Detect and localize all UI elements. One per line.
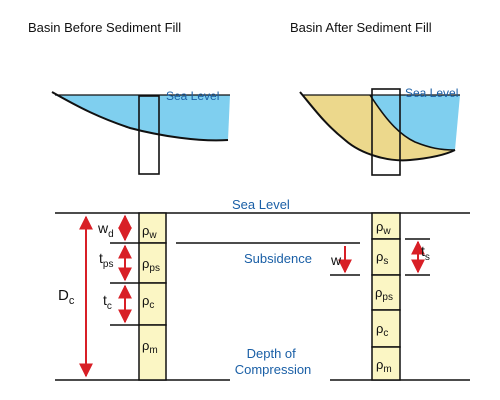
rho-ps-right: ρps	[375, 285, 393, 303]
label-wd: wd	[97, 220, 114, 240]
rho-w-right: ρw	[376, 219, 391, 237]
rho-ps-left: ρps	[142, 256, 160, 274]
depth-of-compression-label: Depth of Compression	[235, 346, 312, 377]
subsidence-label: Subsidence	[244, 251, 312, 266]
seafloor-before	[51, 91, 229, 142]
sea-level-label-after: Sea Level	[405, 86, 458, 100]
column-outline-before	[138, 95, 160, 175]
column-left-layer-m	[138, 324, 167, 381]
column-left: ρw ρps ρc ρm	[138, 212, 167, 381]
label-tc: tc	[103, 292, 112, 312]
rho-m-left: ρm	[142, 338, 158, 356]
water-before	[55, 95, 230, 141]
column-left-layer-c	[138, 282, 167, 326]
sediment-top-after	[369, 94, 456, 151]
label-w: w	[330, 252, 342, 268]
column-left-layer-w	[138, 212, 167, 244]
label-ts: ts	[421, 243, 430, 263]
isostasy-section: Sea Level Depth of Compression ρw ρps ρc…	[55, 197, 470, 381]
rho-c-right: ρc	[376, 321, 388, 339]
sea-level-label-before: Sea Level	[166, 89, 219, 103]
column-right-layer-s	[371, 238, 401, 276]
sediment-after	[303, 95, 455, 161]
label-tps: tps	[99, 250, 113, 270]
sea-level-label: Sea Level	[232, 197, 290, 212]
rho-w-left: ρw	[142, 223, 157, 241]
basin-after: Sea Level	[299, 86, 460, 176]
rho-s-right: ρs	[376, 249, 388, 267]
label-dc: Dc	[58, 287, 75, 307]
column-right: ρw ρs ρps ρc ρm	[371, 212, 401, 381]
column-outline-after	[371, 88, 401, 176]
column-right-layer-w	[371, 212, 401, 240]
basin-before: Sea Level	[51, 89, 230, 175]
column-right-layer-c	[371, 309, 401, 348]
column-right-layer-m	[371, 346, 401, 381]
water-after	[370, 95, 460, 150]
rho-c-left: ρc	[142, 293, 154, 311]
rho-m-right: ρm	[376, 357, 392, 375]
title-after: Basin After Sediment Fill	[290, 20, 432, 35]
title-before: Basin Before Sediment Fill	[28, 20, 181, 35]
